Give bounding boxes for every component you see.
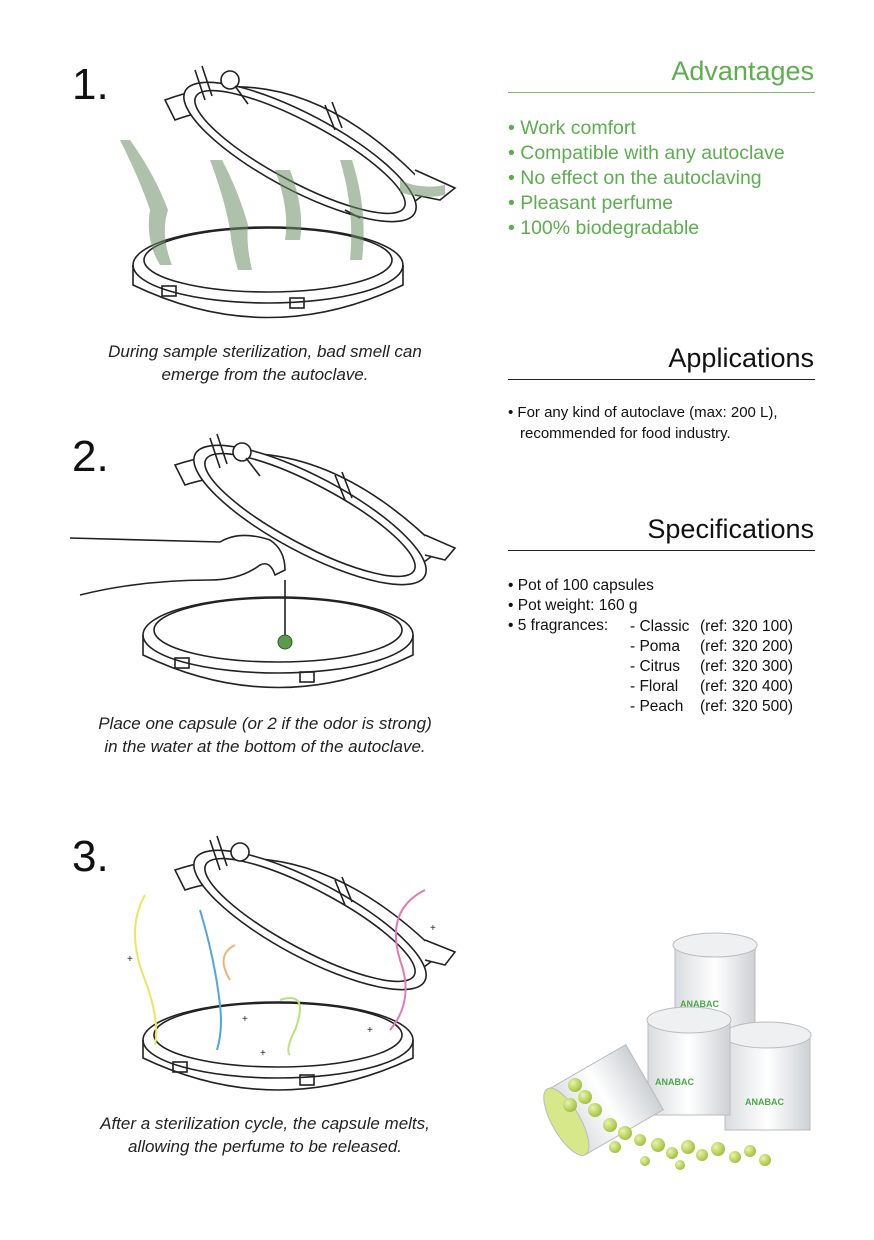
specifications-divider bbox=[508, 550, 815, 551]
step-number-3: 3. bbox=[72, 832, 109, 881]
fragrance-ref: (ref: 320 100) bbox=[700, 618, 794, 635]
step-1-caption-line: emerge from the autoclave. bbox=[161, 365, 369, 384]
advantage-item: • Pleasant perfume bbox=[508, 192, 674, 214]
step-1-caption-line: During sample sterilization, bad smell c… bbox=[108, 342, 422, 361]
svg-text:+: + bbox=[260, 1048, 266, 1059]
autoclave-perfume-released-illustration: + + + + + bbox=[127, 835, 457, 1091]
specifications-list: • Pot of 100 capsules • Pot weight: 160 … bbox=[508, 576, 654, 636]
step-number-2: 2. bbox=[72, 432, 109, 481]
fragrance-name: - Classic bbox=[630, 618, 690, 635]
advantage-item: • 100% biodegradable bbox=[508, 217, 700, 239]
step-1-caption: During sample sterilization, bad smell c… bbox=[70, 340, 460, 386]
svg-text:+: + bbox=[242, 1014, 248, 1025]
advantage-item: • Work comfort bbox=[508, 117, 636, 139]
advantage-item: • Compatible with any autoclave bbox=[508, 142, 785, 164]
specifications-title: Specifications bbox=[647, 514, 814, 544]
fragrance-row: - Peach (ref: 320 500) bbox=[630, 697, 805, 717]
applications-text: • For any kind of autoclave (max: 200 L)… bbox=[508, 402, 828, 444]
step-3-caption-line: allowing the perfume to be released. bbox=[127, 1137, 403, 1156]
step-2-caption-line: Place one capsule (or 2 if the odor is s… bbox=[98, 714, 432, 733]
applications-line: • For any kind of autoclave (max: 200 L)… bbox=[508, 404, 778, 421]
fragrance-name: - Peach bbox=[630, 698, 684, 715]
fragrance-name: - Poma bbox=[630, 638, 680, 655]
advantages-title: Advantages bbox=[671, 56, 814, 86]
step-2-caption: Place one capsule (or 2 if the odor is s… bbox=[70, 712, 460, 758]
advantage-item: • No effect on the autoclaving bbox=[508, 167, 762, 189]
fragrance-name: - Citrus bbox=[630, 658, 680, 675]
anabac-product-photo: ANABAC ANABAC ANABAC bbox=[543, 932, 812, 1170]
fragrance-name: - Floral bbox=[630, 678, 679, 695]
fragrance-ref: (ref: 320 400) bbox=[700, 678, 794, 695]
spec-fragrances-label: • 5 fragrances: bbox=[508, 617, 609, 634]
advantages-divider bbox=[508, 92, 815, 93]
advantages-list: • Work comfort • Compatible with any aut… bbox=[508, 116, 785, 241]
applications-title: Applications bbox=[668, 343, 814, 373]
fragrance-ref: (ref: 320 200) bbox=[700, 638, 794, 655]
fragrance-row: - Classic (ref: 320 100) bbox=[630, 617, 805, 637]
step-number-1: 1. bbox=[72, 60, 109, 109]
applications-line: recommended for food industry. bbox=[520, 425, 731, 442]
applications-divider bbox=[508, 379, 815, 380]
product-brand-label: ANABAC bbox=[745, 1097, 784, 1107]
fragrance-ref: (ref: 320 500) bbox=[700, 698, 794, 715]
autoclave-place-capsule-illustration bbox=[70, 433, 457, 689]
fragrance-ref: (ref: 320 300) bbox=[700, 658, 794, 675]
step-3-caption: After a sterilization cycle, the capsule… bbox=[70, 1112, 460, 1158]
fragrance-row: - Citrus (ref: 320 300) bbox=[630, 657, 805, 677]
fragrance-row: - Poma (ref: 320 200) bbox=[630, 637, 805, 657]
svg-text:+: + bbox=[127, 954, 133, 965]
svg-text:+: + bbox=[367, 1025, 373, 1036]
step-3-caption-line: After a sterilization cycle, the capsule… bbox=[100, 1114, 430, 1133]
svg-text:+: + bbox=[430, 923, 436, 934]
fragrance-row: - Floral (ref: 320 400) bbox=[630, 677, 805, 697]
spec-weight: • Pot weight: 160 g bbox=[508, 597, 638, 614]
product-brand-label: ANABAC bbox=[680, 999, 719, 1009]
autoclave-bad-smell-illustration bbox=[120, 65, 457, 319]
product-brand-label: ANABAC bbox=[655, 1077, 694, 1087]
spec-pot: • Pot of 100 capsules bbox=[508, 577, 654, 594]
fragrance-list: - Classic (ref: 320 100) - Poma (ref: 320 … bbox=[630, 617, 805, 717]
step-2-caption-line: in the water at the bottom of the autocl… bbox=[104, 737, 426, 756]
